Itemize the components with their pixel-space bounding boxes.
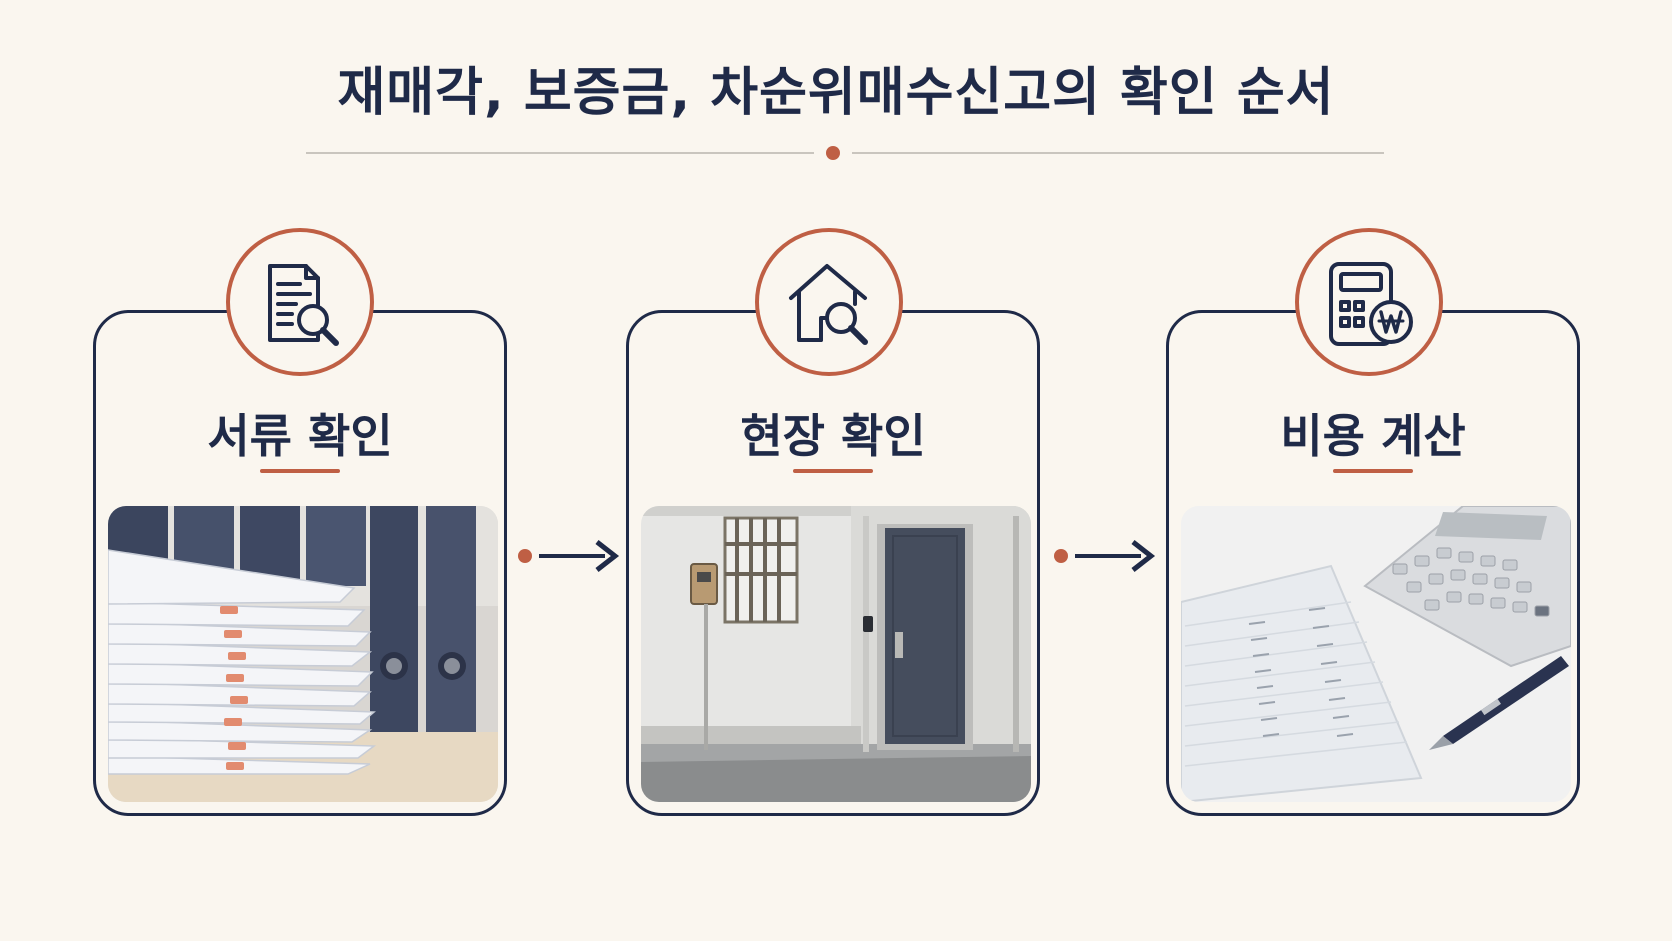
step-underline <box>1333 469 1413 473</box>
title-divider-left <box>306 152 814 154</box>
calculator-won-icon <box>1295 228 1443 376</box>
calculator-ledger-photo <box>1181 506 1571 802</box>
arrow-right-icon <box>518 540 620 572</box>
step-underline <box>793 469 873 473</box>
document-search-icon <box>226 228 374 376</box>
building-entrance-photo <box>641 506 1031 802</box>
stacked-documents-photo <box>108 506 498 802</box>
step-label-cost: 비용 계산 <box>1280 409 1466 463</box>
page-title: 재매각, 보증금, 차순위매수신고의 확인 순서 <box>337 63 1335 123</box>
arrow-right-icon <box>1054 540 1156 572</box>
step-label-site: 현장 확인 <box>740 409 926 463</box>
title-divider-right <box>852 152 1384 154</box>
house-search-icon <box>755 228 903 376</box>
title-divider-dot <box>826 146 840 160</box>
step-underline <box>260 469 340 473</box>
step-label-documents: 서류 확인 <box>207 409 393 463</box>
